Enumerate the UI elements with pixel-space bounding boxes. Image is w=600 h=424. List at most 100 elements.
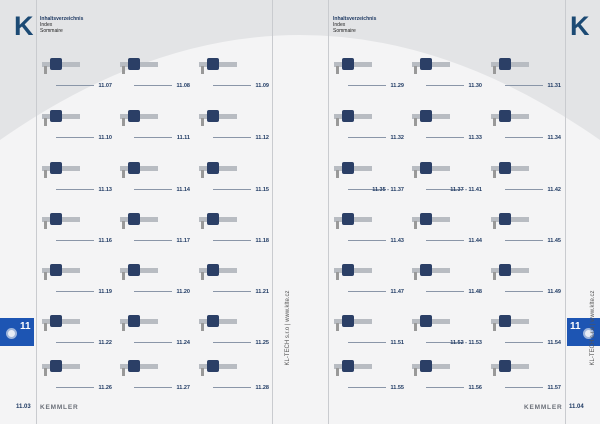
product-item[interactable]: 11.37 - 11.41 <box>406 154 482 198</box>
product-image <box>410 156 454 182</box>
page-reference[interactable]: 11.10 <box>98 135 112 141</box>
product-item[interactable]: 11.09 <box>193 50 269 94</box>
page-reference[interactable]: 11.22 <box>98 340 112 346</box>
product-item[interactable]: 11.15 <box>193 154 269 198</box>
product-item[interactable]: 11.19 <box>36 256 112 300</box>
product-item[interactable]: 11.47 <box>328 256 404 300</box>
product-item[interactable]: 11.42 <box>485 154 561 198</box>
page-reference[interactable]: 11.07 <box>98 83 112 89</box>
product-item[interactable]: 11.12 <box>193 102 269 146</box>
page-reference[interactable]: 11.29 <box>390 83 404 89</box>
page-reference[interactable]: 11.16 <box>98 238 112 244</box>
product-item[interactable]: 11.10 <box>36 102 112 146</box>
product-image <box>118 104 162 130</box>
product-item[interactable]: 11.35 - 11.37 <box>328 154 404 198</box>
page-reference[interactable]: 11.45 <box>547 238 561 244</box>
page-reference[interactable]: 11.20 <box>176 289 190 295</box>
product-item[interactable]: 11.31 <box>485 50 561 94</box>
page-reference[interactable]: 11.11 <box>176 135 190 141</box>
leader-line <box>213 291 251 292</box>
product-item[interactable]: 11.13 <box>36 154 112 198</box>
page-reference[interactable]: 11.12 <box>255 135 269 141</box>
section-tab-left[interactable]: 11 <box>0 318 34 346</box>
product-item[interactable]: 11.21 <box>193 256 269 300</box>
page-reference[interactable]: 11.24 <box>176 340 190 346</box>
product-image <box>332 104 376 130</box>
page-reference[interactable]: 11.35 - 11.37 <box>372 187 404 193</box>
page-reference[interactable]: 11.17 <box>176 238 190 244</box>
product-item[interactable]: 11.27 <box>114 352 190 396</box>
leader-line <box>348 342 386 343</box>
page-reference[interactable]: 11.43 <box>390 238 404 244</box>
page-reference[interactable]: 11.52 - 11.53 <box>450 340 482 346</box>
product-item[interactable]: 11.57 <box>485 352 561 396</box>
product-item[interactable]: 11.22 <box>36 307 112 351</box>
product-item[interactable]: 11.32 <box>328 102 404 146</box>
page-reference[interactable]: 11.32 <box>390 135 404 141</box>
product-item[interactable]: 11.54 <box>485 307 561 351</box>
page-reference[interactable]: 11.26 <box>98 385 112 391</box>
page-reference[interactable]: 11.48 <box>468 289 482 295</box>
product-item[interactable]: 11.24 <box>114 307 190 351</box>
page-border <box>565 0 566 424</box>
product-item[interactable]: 11.08 <box>114 50 190 94</box>
product-item[interactable]: 11.18 <box>193 205 269 249</box>
page-reference[interactable]: 11.55 <box>390 385 404 391</box>
product-item[interactable]: 11.49 <box>485 256 561 300</box>
page-reference[interactable]: 11.42 <box>547 187 561 193</box>
page-reference[interactable]: 11.44 <box>468 238 482 244</box>
product-item[interactable]: 11.56 <box>406 352 482 396</box>
product-image <box>410 309 454 335</box>
product-item[interactable]: 11.25 <box>193 307 269 351</box>
page-reference[interactable]: 11.08 <box>176 83 190 89</box>
product-item[interactable]: 11.52 - 11.53 <box>406 307 482 351</box>
page-reference[interactable]: 11.09 <box>255 83 269 89</box>
page-reference[interactable]: 11.34 <box>547 135 561 141</box>
product-item[interactable]: 11.33 <box>406 102 482 146</box>
page-reference[interactable]: 11.37 - 11.41 <box>450 187 482 193</box>
page-reference[interactable]: 11.28 <box>255 385 269 391</box>
product-item[interactable]: 11.17 <box>114 205 190 249</box>
product-item[interactable]: 11.07 <box>36 50 112 94</box>
page-reference[interactable]: 11.54 <box>547 340 561 346</box>
product-item[interactable]: 11.20 <box>114 256 190 300</box>
product-item[interactable]: 11.43 <box>328 205 404 249</box>
product-image <box>118 52 162 78</box>
dial-gauge-icon <box>583 328 594 339</box>
product-image <box>410 258 454 284</box>
page-reference[interactable]: 11.19 <box>98 289 112 295</box>
product-image <box>40 207 84 233</box>
product-item[interactable]: 11.45 <box>485 205 561 249</box>
page-reference[interactable]: 11.27 <box>176 385 190 391</box>
page-reference[interactable]: 11.25 <box>255 340 269 346</box>
page-reference[interactable]: 11.57 <box>547 385 561 391</box>
product-item[interactable]: 11.16 <box>36 205 112 249</box>
page-reference[interactable]: 11.47 <box>390 289 404 295</box>
product-item[interactable]: 11.11 <box>114 102 190 146</box>
page-reference[interactable]: 11.30 <box>468 83 482 89</box>
product-item[interactable]: 11.14 <box>114 154 190 198</box>
section-tab-right[interactable]: 11 <box>567 318 600 346</box>
product-item[interactable]: 11.55 <box>328 352 404 396</box>
product-item[interactable]: 11.30 <box>406 50 482 94</box>
product-item[interactable]: 11.51 <box>328 307 404 351</box>
product-item[interactable]: 11.34 <box>485 102 561 146</box>
product-item[interactable]: 11.26 <box>36 352 112 396</box>
page-reference[interactable]: 11.15 <box>255 187 269 193</box>
page-reference[interactable]: 11.33 <box>468 135 482 141</box>
product-item[interactable]: 11.28 <box>193 352 269 396</box>
page-reference[interactable]: 11.18 <box>255 238 269 244</box>
logo-k: K <box>14 11 34 41</box>
page-reference[interactable]: 11.49 <box>547 289 561 295</box>
leader-line <box>505 342 543 343</box>
page-reference[interactable]: 11.31 <box>547 83 561 89</box>
product-item[interactable]: 11.48 <box>406 256 482 300</box>
product-item[interactable]: 11.29 <box>328 50 404 94</box>
page-reference[interactable]: 11.21 <box>255 289 269 295</box>
page-reference[interactable]: 11.14 <box>176 187 190 193</box>
product-item[interactable]: 11.44 <box>406 205 482 249</box>
page-reference[interactable]: 11.51 <box>390 340 404 346</box>
page-reference[interactable]: 11.56 <box>468 385 482 391</box>
page-reference[interactable]: 11.13 <box>98 187 112 193</box>
